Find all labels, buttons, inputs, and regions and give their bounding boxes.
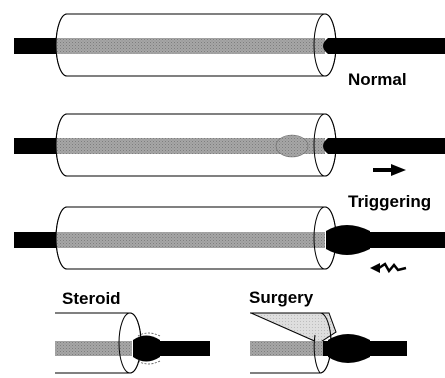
normal-row xyxy=(14,14,445,76)
zigzag-arrow-left-icon xyxy=(370,263,406,273)
surgery-label: Surgery xyxy=(249,289,313,306)
triggering-label: Triggering xyxy=(348,193,431,210)
arrow-right-icon xyxy=(373,164,406,176)
steroid-tendon-inside-sheath xyxy=(55,341,132,356)
steroid-reduced-nodule xyxy=(133,336,160,362)
locked-tendon-inside-sheath xyxy=(56,232,325,248)
triggering-tendon-left xyxy=(14,138,56,154)
steroid-panel xyxy=(55,313,210,373)
surgery-tendon-inside-sheath xyxy=(250,341,323,356)
normal-tendon-right xyxy=(328,38,445,54)
normal-label: Normal xyxy=(348,71,407,88)
surgery-panel xyxy=(250,313,407,373)
locked-tendon-nodule xyxy=(326,225,370,255)
triggering-row xyxy=(14,114,445,176)
triggering-tendon-right xyxy=(328,138,445,154)
steroid-label: Steroid xyxy=(62,290,121,307)
normal-tendon-left xyxy=(14,38,56,54)
normal-tendon-inside-sheath xyxy=(56,38,325,54)
locked-row xyxy=(14,207,445,273)
locked-tendon-left xyxy=(14,232,56,248)
triggering-tendon-nodule xyxy=(276,135,308,157)
surgery-tendon-nodule xyxy=(328,334,370,363)
